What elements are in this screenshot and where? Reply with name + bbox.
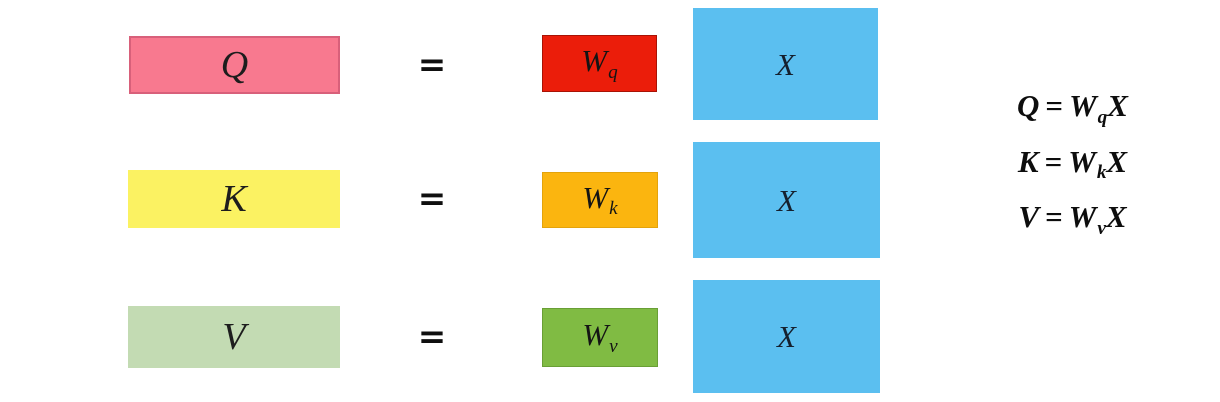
equations-block: Q=WqX K=WkX V=WvX	[955, 84, 1190, 251]
x-matrix-label-row3: X	[777, 319, 796, 354]
q-matrix-label: Q	[220, 44, 249, 86]
equals-sign-row3: =	[417, 317, 447, 357]
equals-sign-row2: =	[417, 179, 447, 219]
k-matrix-label: K	[221, 178, 247, 220]
wk-matrix-label: Wk	[582, 179, 618, 220]
equation-q: Q=WqX	[1017, 88, 1128, 128]
wv-matrix-box: Wv	[542, 308, 658, 367]
x-matrix-box-row2: X	[693, 142, 880, 258]
equation-k: K=WkX	[1017, 143, 1128, 184]
equals-sign-row1: =	[417, 45, 447, 85]
v-matrix-box: V	[128, 306, 340, 368]
q-matrix-box: Q	[129, 36, 340, 94]
x-matrix-label-row1: X	[776, 46, 795, 82]
v-matrix-label: V	[222, 316, 246, 358]
wk-matrix-box: Wk	[542, 172, 658, 228]
equation-v: V=WvX	[1018, 199, 1127, 240]
wq-matrix-box: Wq	[542, 35, 657, 92]
k-matrix-box: K	[128, 170, 340, 228]
x-matrix-label-row2: X	[777, 182, 796, 218]
wv-matrix-label: Wv	[582, 317, 618, 357]
wq-matrix-label: Wq	[581, 43, 618, 83]
x-matrix-box-row1: X	[693, 8, 878, 120]
x-matrix-box-row3: X	[693, 280, 880, 393]
